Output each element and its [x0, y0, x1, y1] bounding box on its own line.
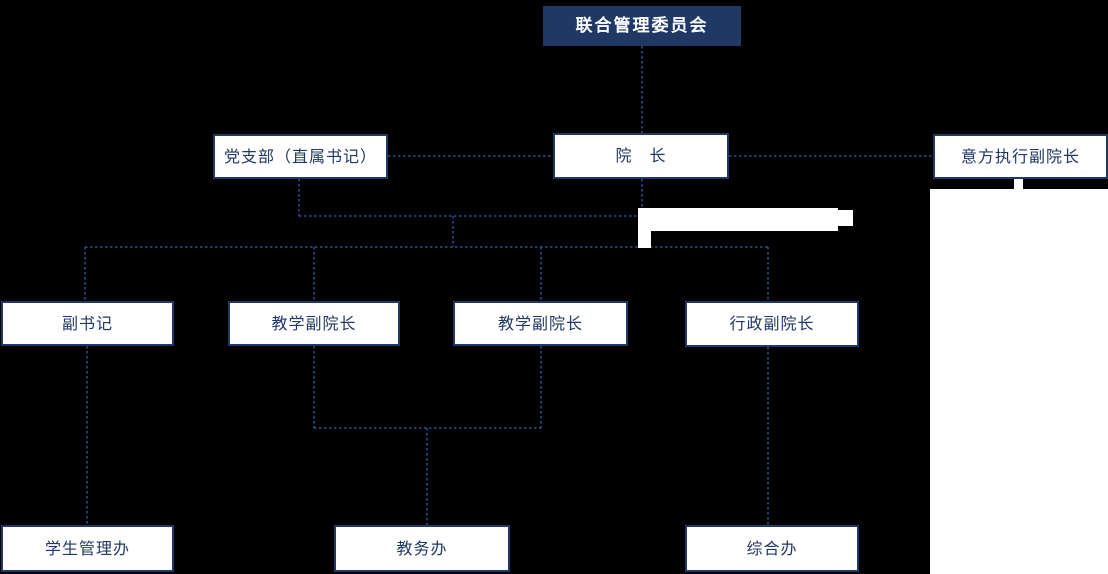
student-management-office-box: 学生管理办: [1, 525, 174, 572]
joint-management-committee-box: 联合管理委员会: [543, 6, 741, 46]
whiteout-patch: [638, 208, 838, 231]
general-office-box: 综合办: [685, 525, 859, 572]
whiteout-patch: [930, 189, 1108, 574]
dean-box: 院 长: [553, 133, 729, 179]
whiteout-patch: [1014, 178, 1023, 190]
whiteout-patch: [638, 208, 651, 248]
whiteout-patch: [838, 210, 853, 226]
teaching-vice-dean-2-box: 教学副院长: [453, 301, 628, 346]
academic-affairs-office-box: 教务办: [334, 525, 510, 572]
deputy-secretary-box: 副书记: [1, 301, 174, 346]
italian-executive-vice-dean-box: 意方执行副院长: [933, 134, 1108, 179]
party-branch-box: 党支部（直属书记）: [213, 134, 388, 179]
teaching-vice-dean-1-box: 教学副院长: [228, 301, 400, 346]
admin-vice-dean-box: 行政副院长: [685, 301, 859, 347]
